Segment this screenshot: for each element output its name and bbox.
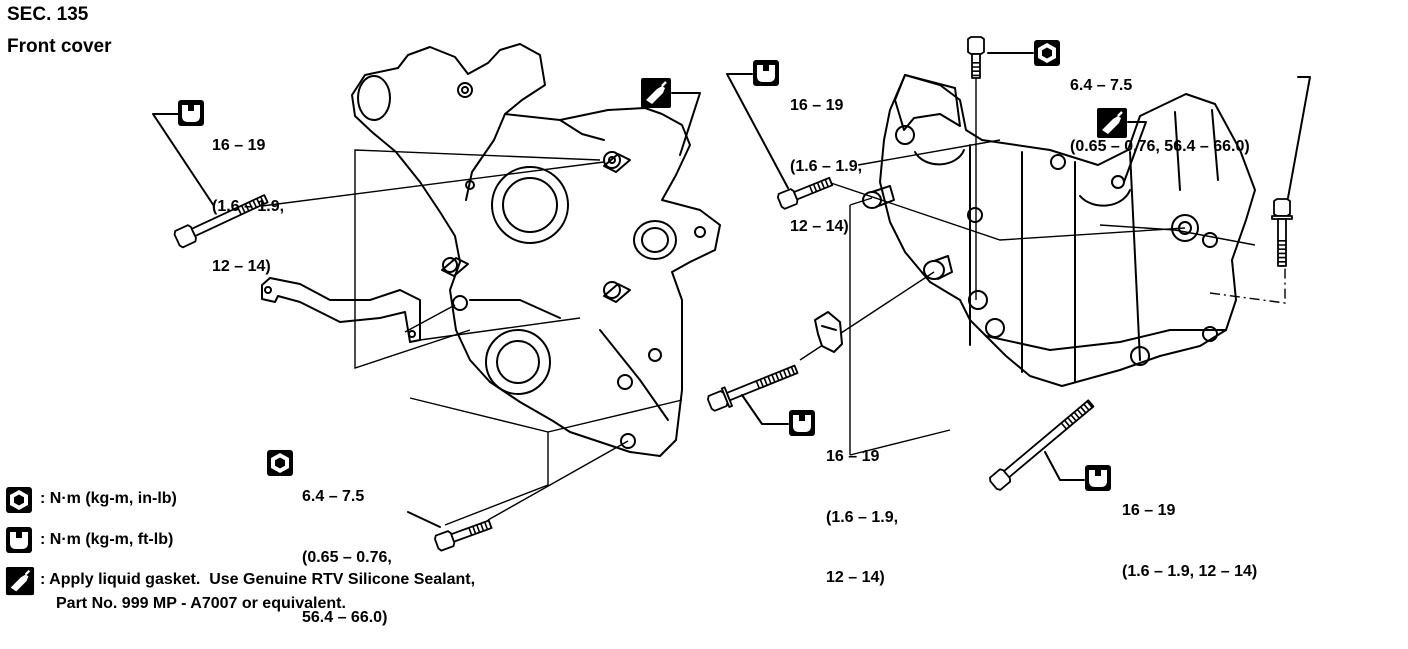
front-cover-exploded-diagram bbox=[152, 36, 1311, 552]
bolt bbox=[967, 36, 985, 79]
bolt-bosses bbox=[442, 82, 706, 449]
block-sump-rail bbox=[985, 329, 1227, 351]
torque-ft-lb-icon bbox=[177, 99, 205, 127]
crankshaft-seal-bore bbox=[502, 177, 558, 233]
torque-callout: 16 – 19 (1.6 – 1.9, 12 – 14) bbox=[1122, 463, 1257, 602]
torque-value-nm: 6.4 – 7.5 bbox=[302, 488, 365, 505]
torque-ft-lb-icon bbox=[5, 526, 33, 554]
page-title: Front cover bbox=[7, 36, 112, 57]
torque-value-kgm-ftlb: (1.6 – 1.9, 12 – 14) bbox=[1122, 562, 1258, 580]
oil-pump-bore bbox=[496, 340, 540, 384]
block-rib bbox=[969, 109, 1219, 383]
camshaft-seal-bore bbox=[641, 227, 669, 253]
torque-in-lb-icon bbox=[5, 486, 33, 514]
bearing-cap-arc bbox=[914, 149, 1131, 207]
torque-value-kgm: (1.6 – 1.9, bbox=[790, 157, 863, 175]
front-cover-rib bbox=[465, 113, 669, 421]
bolt bbox=[777, 176, 834, 210]
dowel-collars bbox=[441, 153, 631, 303]
torque-value-inlb: 56.4 – 66.0) bbox=[302, 609, 388, 626]
cylinder-block-part bbox=[862, 74, 1256, 387]
top-bearing-cap bbox=[894, 74, 961, 131]
torque-value-ftlb: 12 – 14) bbox=[212, 258, 271, 275]
torque-value-kgm: (0.65 – 0.76, bbox=[302, 548, 392, 566]
torque-value-ftlb: 12 – 14) bbox=[790, 218, 849, 235]
oil-strainer-gasket bbox=[814, 311, 843, 353]
torque-ft-lb-icon bbox=[752, 59, 780, 87]
bolt bbox=[434, 519, 493, 552]
bolt bbox=[989, 399, 1095, 491]
torque-ft-lb-icon bbox=[788, 409, 816, 437]
bolt bbox=[173, 194, 269, 249]
section-number: SEC. 135 bbox=[7, 4, 89, 25]
crankshaft-seal-opening bbox=[491, 166, 569, 244]
leader-lines bbox=[152, 52, 1311, 528]
torque-in-lb-icon bbox=[1033, 39, 1061, 67]
bolt bbox=[707, 364, 799, 412]
liquid-gasket-icon bbox=[640, 77, 672, 109]
front-cover-mating-plane-lines bbox=[261, 149, 683, 526]
torque-value-nm: 16 – 19 bbox=[212, 137, 266, 154]
torque-ft-lb-icon bbox=[1084, 464, 1112, 492]
torque-callout: 16 – 19 (1.6 – 1.9, 12 – 14) bbox=[790, 58, 862, 258]
torque-value-nm: 16 – 19 bbox=[1122, 502, 1176, 519]
liquid-gasket-icon bbox=[5, 566, 35, 596]
legend-gasket-text: : Apply liquid gasket. Use Genuine RTV S… bbox=[40, 571, 476, 588]
block-dowels bbox=[862, 185, 953, 280]
legend-ft-lb-text: : N·m (kg-m, ft-lb) bbox=[40, 531, 174, 548]
legend-gasket-part-number: Part No. 999 MP - A7007 or equivalent. bbox=[56, 595, 346, 612]
torque-callout: 16 – 19 (1.6 – 1.9, 12 – 14) bbox=[212, 98, 284, 298]
water-inlet-opening bbox=[357, 75, 391, 121]
torque-value-nm: 16 – 19 bbox=[826, 448, 880, 465]
torque-callout: 6.4 – 7.5 (0.65 – 0.76, 56.4 – 66.0) bbox=[302, 449, 392, 649]
torque-callout: 6.4 – 7.5 (0.65 – 0.76, 56.4 – 66.0) bbox=[1070, 38, 1250, 177]
block-bolt-holes bbox=[895, 125, 1218, 366]
camshaft-seal-opening bbox=[633, 220, 677, 260]
front-cover-bracket bbox=[261, 277, 421, 343]
front-cover-part bbox=[351, 43, 721, 457]
bolt bbox=[1271, 198, 1293, 267]
front-cover-outline bbox=[351, 43, 721, 457]
torque-value-kgm-inlb: (0.65 – 0.76, 56.4 – 66.0) bbox=[1070, 137, 1250, 155]
torque-value-kgm: (1.6 – 1.9, bbox=[826, 508, 899, 526]
torque-value-kgm: (1.6 – 1.9, bbox=[212, 197, 285, 215]
torque-value-nm: 16 – 19 bbox=[790, 97, 844, 114]
torque-value-nm: 6.4 – 7.5 bbox=[1070, 77, 1133, 94]
torque-value-ftlb: 12 – 14) bbox=[826, 569, 885, 586]
oil-pump-opening bbox=[485, 329, 551, 395]
torque-callout: 16 – 19 (1.6 – 1.9, 12 – 14) bbox=[826, 409, 898, 609]
legend-in-lb-text: : N·m (kg-m, in-lb) bbox=[40, 490, 177, 507]
torque-in-lb-icon bbox=[266, 449, 294, 477]
